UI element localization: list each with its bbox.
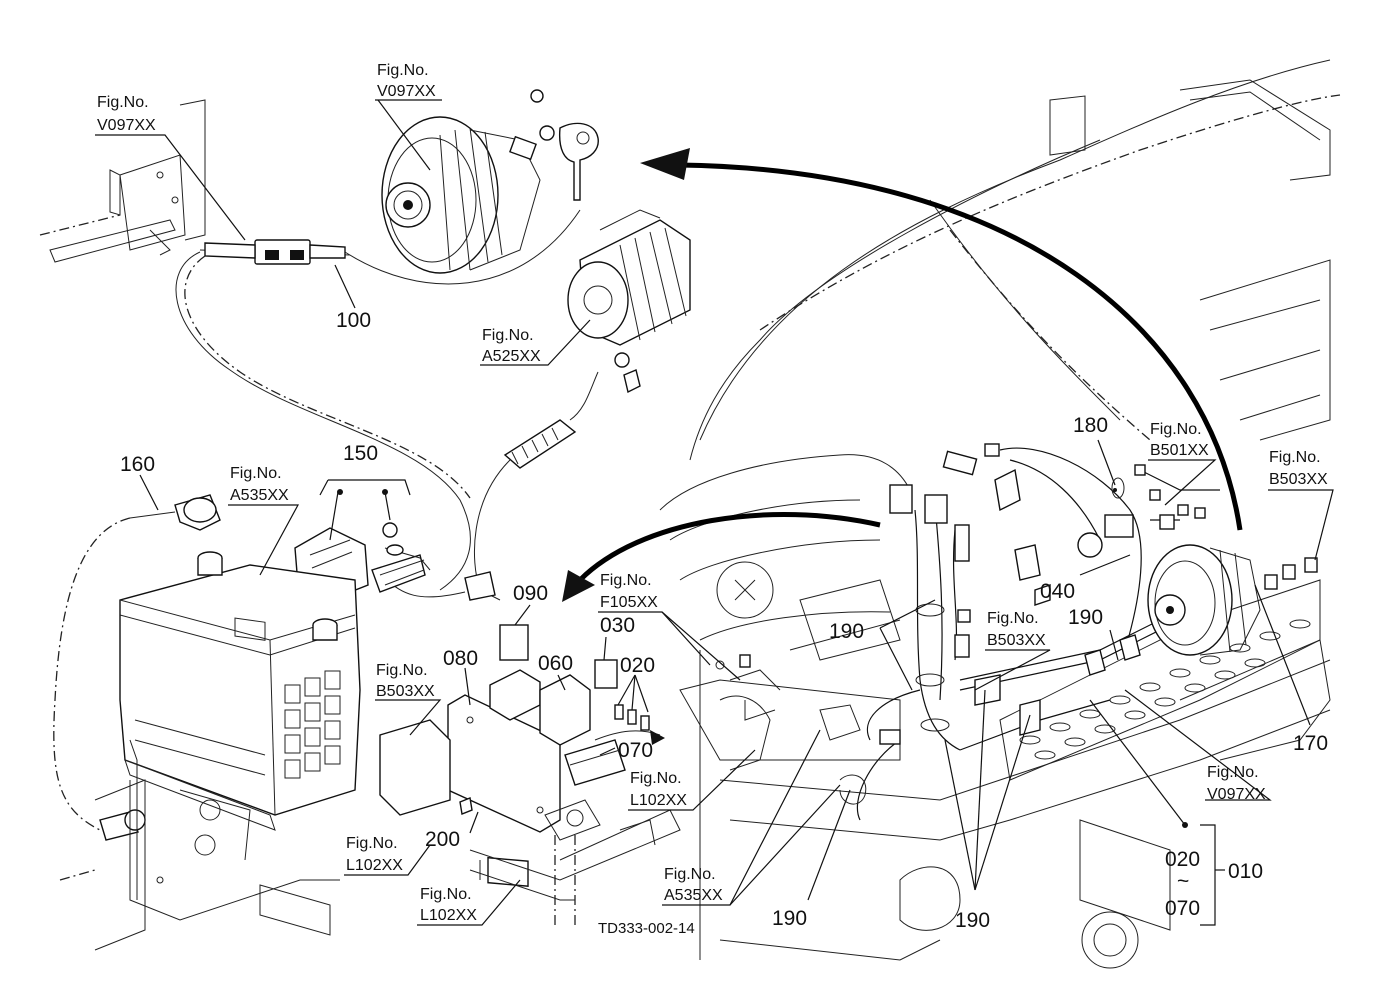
part-label-160: 160 <box>120 453 155 476</box>
part-label-080: 080 <box>443 647 478 670</box>
leader-lines <box>95 99 1334 926</box>
svg-text:Fig.No.: Fig.No. <box>1269 449 1321 466</box>
part-label-070: 070 <box>618 739 653 762</box>
mounting-bracket-top-left <box>39 99 206 263</box>
svg-text:F105XX: F105XX <box>600 594 658 611</box>
part-label-030: 030 <box>600 614 635 637</box>
arrow-head-top <box>640 148 690 180</box>
part-label-060: 060 <box>538 652 573 675</box>
svg-text:Fig.No.: Fig.No. <box>346 835 398 852</box>
part-label-190-a: 190 <box>829 620 864 643</box>
part-label-190-b: 190 <box>1068 606 1103 629</box>
fig-ref-b501: Fig.No. B501XX <box>1150 421 1209 459</box>
part-label-010: 010 <box>1228 860 1263 883</box>
fig-ref-v097-top-left: Fig.No. V097XX <box>97 94 156 134</box>
svg-text:Fig.No.: Fig.No. <box>377 62 429 79</box>
svg-text:Fig.No.: Fig.No. <box>1150 421 1202 438</box>
svg-text:L102XX: L102XX <box>346 857 403 874</box>
fig-ref-f105: Fig.No. F105XX <box>600 572 658 611</box>
svg-text:Fig.No.: Fig.No. <box>600 572 652 589</box>
svg-text:V097XX: V097XX <box>97 117 156 134</box>
lower-brackets <box>469 799 681 925</box>
fuse-relay-assembly <box>379 624 665 887</box>
battery <box>119 551 361 831</box>
fig-ref-a525: Fig.No. A525XX <box>482 327 541 365</box>
svg-text:L102XX: L102XX <box>630 792 687 809</box>
svg-text:L102XX: L102XX <box>420 907 477 924</box>
alternator-installed <box>1147 544 1318 656</box>
svg-text:Fig.No.: Fig.No. <box>987 610 1039 627</box>
tractor-hood-outline <box>659 59 1341 969</box>
fig-ref-a535-mid: Fig.No. A535XX <box>664 866 723 904</box>
svg-text:Fig.No.: Fig.No. <box>376 662 428 679</box>
svg-text:V097XX: V097XX <box>1207 786 1266 803</box>
part-label-tilde: ~ <box>1177 870 1189 893</box>
part-label-020: 020 <box>620 654 655 677</box>
cable-150 <box>294 371 599 601</box>
svg-text:Fig.No.: Fig.No. <box>630 770 682 787</box>
svg-text:B503XX: B503XX <box>1269 471 1328 488</box>
svg-text:Fig.No.: Fig.No. <box>664 866 716 883</box>
fig-ref-a535-battery: Fig.No. A535XX <box>230 465 289 504</box>
part-label-020-range: 020 <box>1165 848 1200 871</box>
svg-text:Fig.No.: Fig.No. <box>420 886 472 903</box>
fig-ref-v097-top: Fig.No. V097XX <box>377 62 436 100</box>
figure-reference-labels: Fig.No. V097XX Fig.No. V097XX Fig.No. A5… <box>97 62 1328 924</box>
svg-text:Fig.No.: Fig.No. <box>97 94 149 111</box>
part-label-070-range: 070 <box>1165 897 1200 920</box>
fig-ref-l102-mid: Fig.No. L102XX <box>630 770 687 809</box>
battery-frame <box>59 739 340 951</box>
svg-text:A535XX: A535XX <box>664 887 723 904</box>
svg-text:B503XX: B503XX <box>987 632 1046 649</box>
part-label-100: 100 <box>336 309 371 332</box>
part-label-190-c: 190 <box>772 907 807 930</box>
part-label-150: 150 <box>343 442 378 465</box>
fig-ref-b503-right: Fig.No. B503XX <box>1269 449 1328 488</box>
part-label-200: 200 <box>425 828 460 851</box>
starter-motor <box>567 209 691 394</box>
part-label-090: 090 <box>513 582 548 605</box>
svg-text:V097XX: V097XX <box>377 83 436 100</box>
svg-text:A525XX: A525XX <box>482 348 541 365</box>
arrow-head-left <box>562 570 595 602</box>
relay-090 <box>499 624 529 661</box>
part-number-labels: 100 150 160 090 080 060 030 020 070 200 … <box>120 309 1328 932</box>
cable-100 <box>175 209 581 591</box>
svg-text:B501XX: B501XX <box>1150 442 1209 459</box>
svg-text:Fig.No.: Fig.No. <box>230 465 282 482</box>
cable-160 <box>53 494 221 841</box>
installed-harness <box>715 443 1220 821</box>
fig-ref-b503-mid: Fig.No. B503XX <box>987 610 1046 649</box>
part-label-170: 170 <box>1293 732 1328 755</box>
flow-arrows <box>562 148 1243 602</box>
part-label-190-d: 190 <box>955 909 990 932</box>
svg-text:B503XX: B503XX <box>376 683 435 700</box>
svg-text:Fig.No.: Fig.No. <box>1207 764 1259 781</box>
fig-ref-b503-left: Fig.No. B503XX <box>376 662 435 700</box>
diagram-code: TD333-002-14 <box>598 920 695 937</box>
fig-ref-l102-bottom: Fig.No. L102XX <box>420 886 477 924</box>
fig-ref-v097-right: Fig.No. V097XX <box>1207 764 1266 803</box>
svg-text:Fig.No.: Fig.No. <box>482 327 534 344</box>
alternator-detail <box>381 89 599 274</box>
svg-text:A535XX: A535XX <box>230 487 289 504</box>
part-label-040: 040 <box>1040 580 1075 603</box>
fig-ref-l102-left: Fig.No. L102XX <box>346 835 403 874</box>
part-label-180: 180 <box>1073 414 1108 437</box>
